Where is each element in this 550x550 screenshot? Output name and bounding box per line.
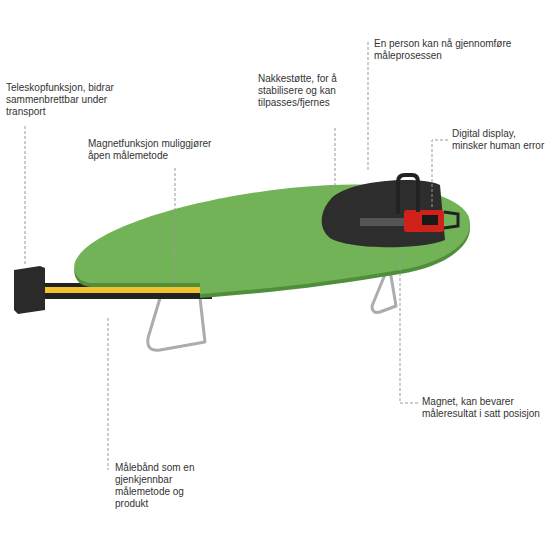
callout-text: Målebånd som en gjenkjennbar målemetode … [115,462,211,510]
leader-line [335,128,336,192]
callout-text: Magnetfunksjon muliggjører åpen målemeto… [88,138,228,162]
leader-line [175,168,176,282]
callout-text: Digital display, minsker human error [452,128,548,152]
digital-display [404,210,444,232]
tape-end-plate [14,266,45,314]
display-screen [422,215,438,225]
leader-lines [25,42,448,470]
leader-line [25,126,26,264]
leader-line [400,250,418,403]
callout-text: Teleskopfunksjon, bidrar sammenbrettbar … [6,82,136,118]
callout-text: En person kan nå gjennomføre måleprosess… [374,38,524,62]
callout-text: Nakkestøtte, for å stabilisere og kan ti… [258,73,360,109]
callout-text: Magnet, kan bevarer måleresultat i satt … [422,396,544,420]
tape-strip [40,287,206,293]
leader-line [368,42,369,172]
leader-line [432,140,448,208]
neck-rest [322,180,445,247]
clip [444,212,458,228]
handle-loop [398,175,418,214]
leg [148,298,205,350]
leader-line [108,318,109,470]
